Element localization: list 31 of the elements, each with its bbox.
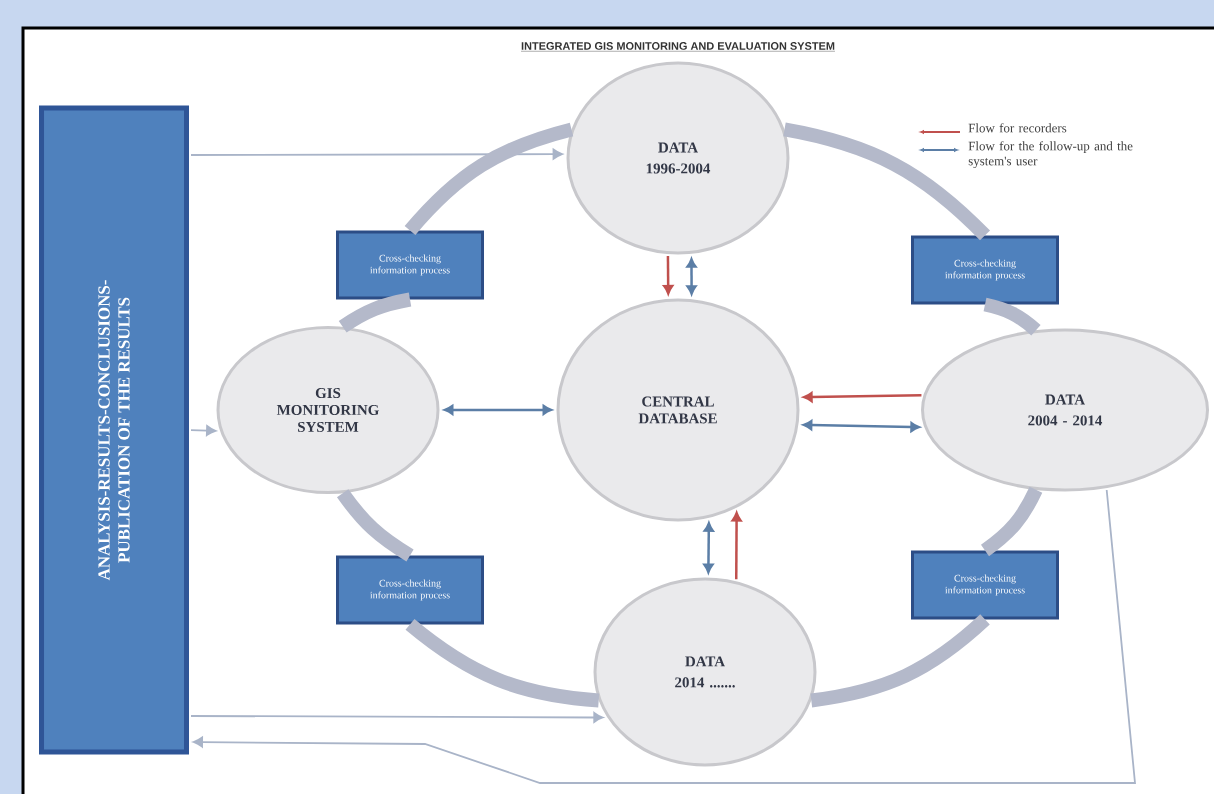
arrow [663,256,674,295]
arrow [190,712,604,723]
ring-connector [338,292,412,333]
ring-connector [980,486,1043,557]
process-box: Cross-checking information process [911,550,1059,620]
ellipse-node: DATA 1996-2004 [566,61,790,255]
arrow [190,148,563,160]
ring-connector [337,489,414,562]
ellipse-node: DATA 2004 - 2014 [921,328,1209,492]
legend-text: Flow for the follow-up and the system's user [968,141,1133,169]
vertical-box: ANALYSIS-RESULTS-CONCLUSIONS- PUBLICATION OF THE RESULTS [39,105,189,755]
process-box: Cross-checking information process [336,555,484,625]
ring-connector [404,122,574,236]
ellipse-node: CENTRAL DATABASE [556,298,800,522]
process-box: Cross-checking information process [911,235,1059,305]
arrow [802,419,920,433]
arrow [192,489,1136,784]
arrow [443,404,553,416]
legend-text: Flow for recorders [968,123,1067,133]
ellipse-node: GIS MONITORING SYSTEM [216,326,440,494]
arrow [190,425,217,436]
arrow [803,391,922,403]
arrow [686,258,697,295]
ellipse-node: DATA 2014 ....... [593,577,817,767]
title: INTEGRATED GIS MONITORING AND EVALUATION SYSTEM [520,42,836,52]
process-box: Cross-checking information process [336,230,484,300]
arrow [703,522,714,574]
ring-connector [783,122,990,241]
ring-connector [810,614,990,708]
arrow [731,511,742,580]
ring-connector [405,619,600,708]
